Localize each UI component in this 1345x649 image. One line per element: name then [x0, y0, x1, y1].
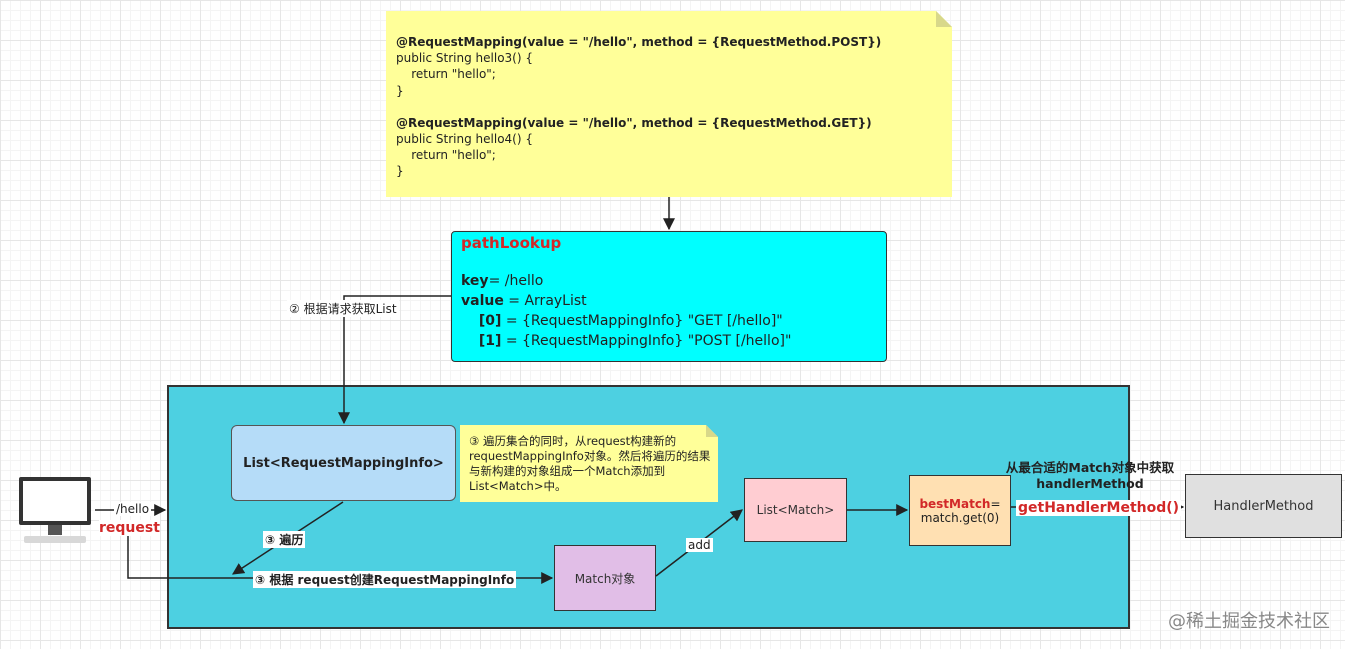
path-lookup-value: value = ArrayList	[461, 293, 587, 309]
best-match-box[interactable]: bestMatch= match.get(0)	[909, 475, 1011, 546]
code-line: }	[396, 164, 404, 179]
step2-label: ② 根据请求获取List	[287, 300, 399, 317]
code-line: return "hello";	[396, 148, 496, 163]
code-line: public String hello4() {	[396, 132, 533, 147]
code-line: }	[396, 83, 404, 98]
code-line: return "hello";	[396, 67, 496, 82]
iterate-label: ③ 遍历	[263, 531, 306, 548]
code-line: public String hello3() {	[396, 51, 533, 66]
path-lookup-entry: [1] = {RequestMappingInfo} "POST [/hello…	[478, 333, 792, 349]
path-lookup-title: pathLookup	[461, 234, 562, 252]
best-match-caption: 从最合适的Match对象中获取handlerMethod	[1005, 460, 1175, 491]
best-match-expr: match.get(0)	[920, 510, 1000, 525]
code-note: @RequestMapping(value = "/hello", method…	[386, 11, 952, 197]
watermark: @稀土掘金技术社区	[1168, 611, 1330, 632]
monitor-icon	[19, 477, 91, 543]
iteration-note: ③ 遍历集合的同时，从request构建新的requestMappingInfo…	[460, 425, 718, 502]
list-request-mapping-info-box[interactable]: List<RequestMappingInfo>	[231, 425, 456, 501]
path-lookup-box[interactable]: pathLookup key= /hello value = ArrayList…	[451, 231, 887, 362]
code-line: @RequestMapping(value = "/hello", method…	[396, 35, 882, 49]
arrow-lookup-to-list	[338, 295, 451, 425]
hello-path-label: /hello	[114, 502, 152, 516]
get-handler-method-label: getHandlerMethod()	[1016, 500, 1182, 516]
path-lookup-key: key= /hello	[461, 273, 544, 289]
code-line: @RequestMapping(value = "/hello", method…	[396, 115, 872, 130]
request-label: request	[99, 520, 160, 536]
match-object-box[interactable]: Match对象	[554, 545, 656, 611]
add-label: add	[686, 538, 713, 552]
best-match-line: bestMatch=	[919, 496, 1001, 511]
arrow-request-to-match	[127, 520, 554, 584]
list-match-box[interactable]: List<Match>	[744, 478, 847, 542]
create-rmi-label: ③ 根据 request创建RequestMappingInfo	[253, 571, 517, 588]
path-lookup-entry: [0] = {RequestMappingInfo} "GET [/hello]…	[478, 313, 783, 329]
handler-method-box[interactable]: HandlerMethod	[1185, 474, 1342, 538]
